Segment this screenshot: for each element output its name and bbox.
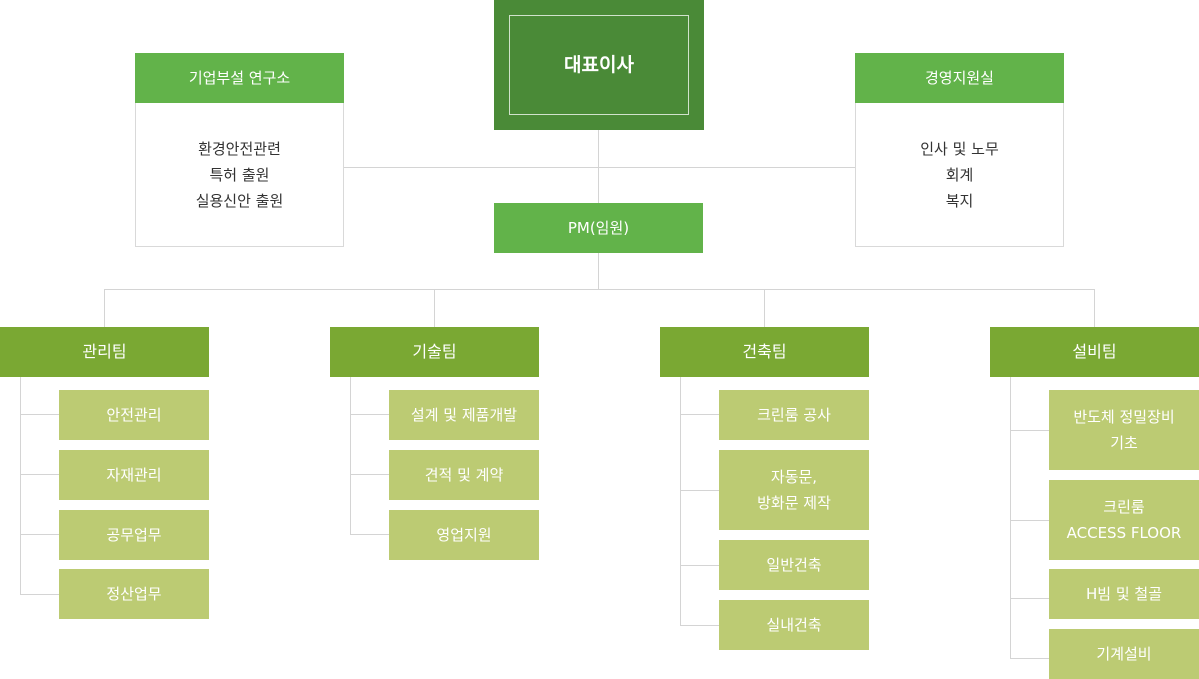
team-4-unit-4: 기계설비 — [1049, 629, 1199, 679]
connector-team-4 — [1094, 289, 1095, 327]
connector-team-1-unit-4 — [20, 594, 59, 595]
connector-ceo-to-pm — [598, 130, 599, 203]
team-1-unit-1: 안전관리 — [59, 390, 209, 440]
connector-team-4-unit-2 — [1010, 520, 1049, 521]
management-support-header: 경영지원실 — [855, 53, 1064, 103]
team-header-3: 건축팀 — [660, 327, 869, 377]
connector-team-1-unit-2 — [20, 474, 59, 475]
team-3-unit-2: 자동문, 방화문 제작 — [719, 450, 869, 530]
connector-team-4-unit-3 — [1010, 598, 1049, 599]
connector-team-4-unit-1 — [1010, 430, 1049, 431]
connector-team-3-unit-3 — [680, 565, 719, 566]
connector-team-2-unit-2 — [350, 474, 389, 475]
connector-pm-down — [598, 252, 599, 289]
connector-team-4-spine — [1010, 376, 1011, 658]
team-header-1: 관리팀 — [0, 327, 209, 377]
team-1-unit-3: 공무업무 — [59, 510, 209, 560]
team-3-unit-4: 실내건축 — [719, 600, 869, 650]
connector-team-3-unit-2 — [680, 490, 719, 491]
connector-team-4-unit-4 — [1010, 658, 1049, 659]
team-4-unit-1: 반도체 정밀장비 기초 — [1049, 390, 1199, 470]
connector-team-3-spine — [680, 376, 681, 625]
team-4-unit-3: H빔 및 철골 — [1049, 569, 1199, 619]
team-1-unit-2: 자재관리 — [59, 450, 209, 500]
team-2-unit-3: 영업지원 — [389, 510, 539, 560]
team-2-unit-1: 설계 및 제품개발 — [389, 390, 539, 440]
research-lab-duties: 환경안전관련 특허 출원 실용신안 출원 — [135, 103, 344, 247]
team-3-unit-1: 크린룸 공사 — [719, 390, 869, 440]
team-2-unit-2: 견적 및 계약 — [389, 450, 539, 500]
connector-team-2 — [434, 289, 435, 327]
connector-team-2-spine — [350, 376, 351, 534]
connector-team-1-unit-3 — [20, 534, 59, 535]
connector-team-3-unit-4 — [680, 625, 719, 626]
team-1-unit-4: 정산업무 — [59, 569, 209, 619]
team-header-4: 설비팀 — [990, 327, 1199, 377]
team-header-2: 기술팀 — [330, 327, 539, 377]
ceo-label: 대표이사 — [509, 15, 689, 115]
ceo-node: 대표이사 — [494, 0, 704, 130]
team-3-unit-3: 일반건축 — [719, 540, 869, 590]
connector-team-1-spine — [20, 376, 21, 594]
research-lab-header: 기업부설 연구소 — [135, 53, 344, 103]
connector-team-3-unit-1 — [680, 414, 719, 415]
team-4-unit-2: 크린룸 ACCESS FLOOR — [1049, 480, 1199, 560]
pm-node: PM(임원) — [494, 203, 703, 253]
connector-team-2-unit-1 — [350, 414, 389, 415]
connector-research-to-support — [343, 167, 855, 168]
connector-team-bus — [104, 289, 1095, 290]
management-support-duties: 인사 및 노무 회계 복지 — [855, 103, 1064, 247]
connector-team-1-unit-1 — [20, 414, 59, 415]
connector-team-2-unit-3 — [350, 534, 389, 535]
connector-team-1 — [104, 289, 105, 327]
connector-team-3 — [764, 289, 765, 327]
